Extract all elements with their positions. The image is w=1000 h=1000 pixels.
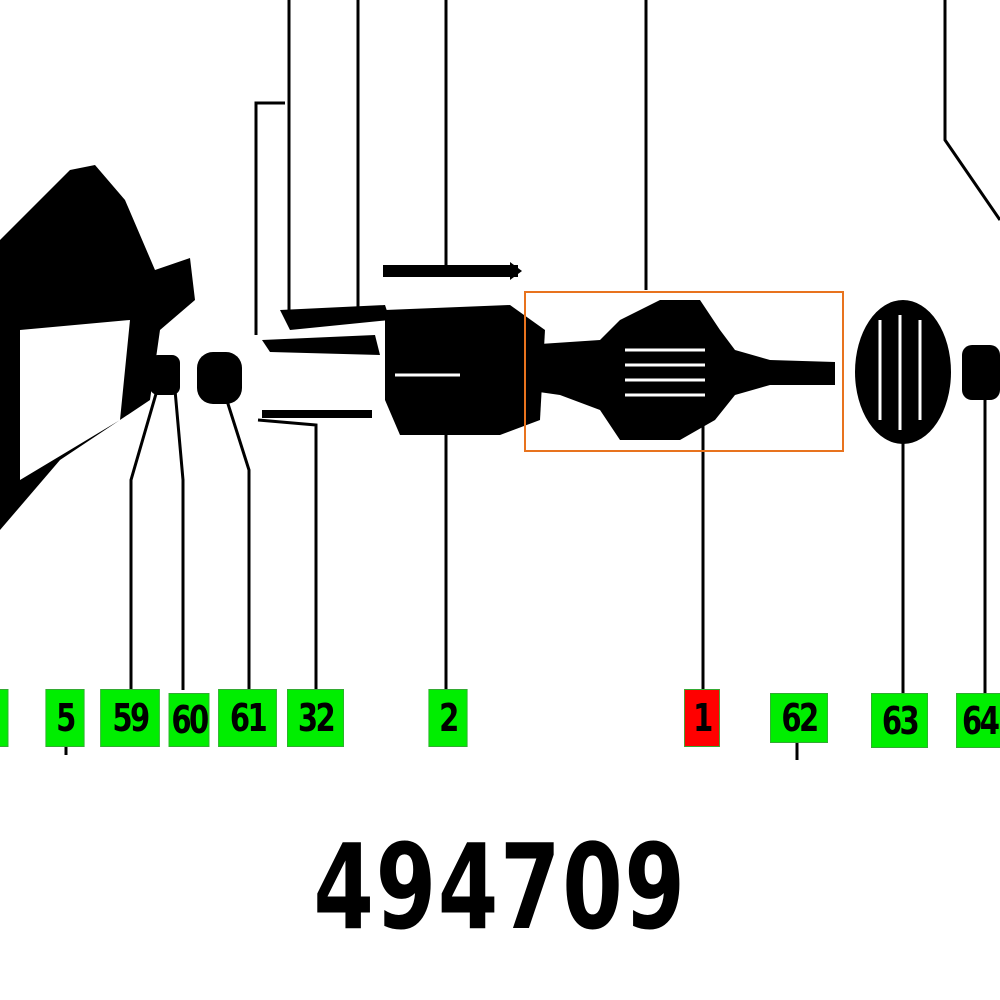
- callout-label-32[interactable]: 32: [287, 689, 344, 747]
- callout-label-1-selected[interactable]: 1: [684, 689, 720, 747]
- callout-label-62[interactable]: 62: [770, 693, 828, 743]
- callout-label-60[interactable]: 60: [168, 693, 210, 747]
- callout-label-59[interactable]: 59: [100, 689, 160, 747]
- callout-label-64[interactable]: 64: [956, 693, 1000, 748]
- callout-label-5[interactable]: 5: [45, 689, 85, 747]
- callout-label-61[interactable]: 61: [218, 689, 277, 747]
- part-number: 494709: [313, 818, 687, 956]
- callout-label-partial[interactable]: [0, 689, 9, 747]
- selected-part-highlight: [524, 291, 844, 452]
- callout-label-63[interactable]: 63: [871, 693, 928, 748]
- callout-label-2[interactable]: 2: [428, 689, 468, 747]
